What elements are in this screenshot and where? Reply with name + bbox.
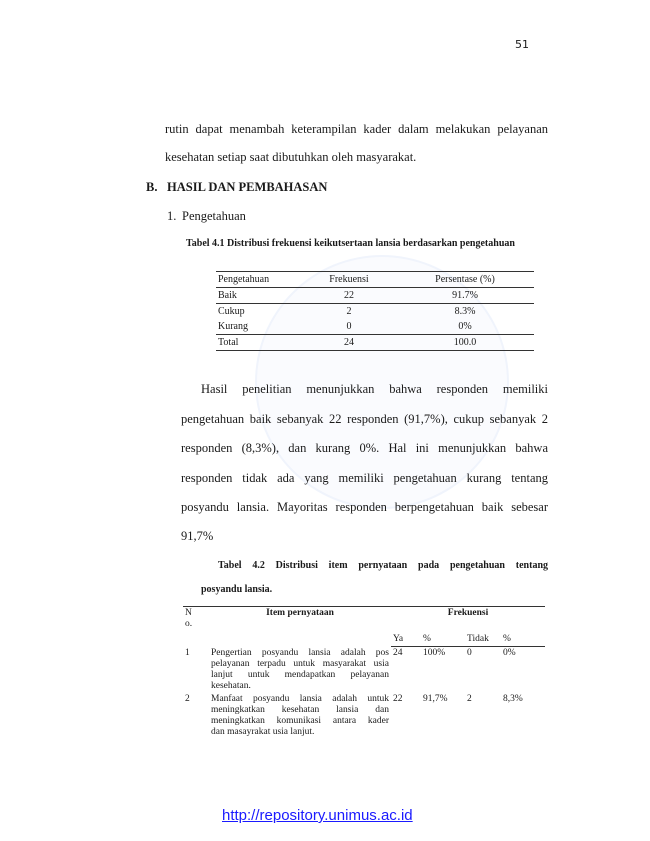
table2: N o. Item pernyataan Frekuensi Ya % Tida… <box>183 606 545 739</box>
table2-cell-no: 2 <box>185 693 190 704</box>
table2-subheader-ya-pct: % <box>421 633 465 647</box>
table2-header-item: Item pernyataan <box>209 606 391 647</box>
table1-cell: 91.7% <box>452 290 478 301</box>
table2-header-no: N o. <box>183 606 209 647</box>
discussion-line-4: responden tidak ada yang memiliki penget… <box>181 471 548 485</box>
table2-item-line: meningkatkan komunikasi antara kader <box>211 715 389 726</box>
table2-item-line: dan masayrakat usia lanjut. <box>211 726 315 737</box>
discussion-line-1: Hasil penelitian menunjukkan bahwa respo… <box>201 382 548 396</box>
table2-subheader-ya: Ya <box>391 633 421 647</box>
table-row: Kurang 0 0% <box>216 319 534 335</box>
page-number: 51 <box>515 38 529 51</box>
table2-cell-tidak: 0 <box>467 648 472 658</box>
table2-subheader-tidak-pct: % <box>501 633 545 647</box>
table1-cell: 22 <box>344 290 354 301</box>
table2-header-no-line: N <box>185 608 192 618</box>
table2-cell-tidak-pct: 0% <box>503 648 516 658</box>
table2-cell-item: Pengertian posyandu lansia adalah pos pe… <box>209 647 391 693</box>
table-row: 2 Manfaat posyandu lansia adalah untuk m… <box>183 693 545 739</box>
table2-cell-no: 1 <box>185 647 190 658</box>
table1-cell: Cukup <box>216 303 302 319</box>
table-row: Baik 22 91.7% <box>216 288 534 304</box>
table2-item-line: kesehatan. <box>211 680 251 691</box>
table1-cell: Baik <box>218 290 237 301</box>
intro-line-1: rutin dapat menambah keterampilan kader … <box>165 122 548 136</box>
table1-cell: 8.3% <box>396 303 534 319</box>
university-seal-watermark <box>255 255 509 509</box>
table1-header-row: Pengetahuan Frekuensi Persentase (%) <box>216 271 534 288</box>
table1-header-pengetahuan: Pengetahuan <box>216 271 302 288</box>
section-letter: B. <box>146 180 158 194</box>
table1-header-persentase: Persentase (%) <box>396 271 534 288</box>
table1-cell: 2 <box>302 303 396 319</box>
table1-cell: 0 <box>346 321 352 332</box>
table2-item-line: pelayanan terpadu untuk masyarakat usia <box>211 658 389 669</box>
table2-subheader-tidak: Tidak <box>465 633 501 647</box>
table2-header-frekuensi: Frekuensi <box>391 606 545 633</box>
repository-link[interactable]: http://repository.unimus.ac.id <box>222 807 413 824</box>
table1-cell: 0% <box>458 321 472 332</box>
subsection-title: Pengetahuan <box>182 209 246 223</box>
table2-caption-line-2: posyandu lansia. <box>201 584 273 595</box>
table1-caption: Tabel 4.1 Distribusi frekuensi keikutser… <box>186 238 515 249</box>
table2-cell-ya: 22 <box>393 693 403 704</box>
table2-cell-tidak: 2 <box>467 693 472 704</box>
table1-cell: 100.0 <box>396 334 534 351</box>
table-row: Cukup 2 8.3% <box>216 303 534 319</box>
table2-item-line: lanjut untuk mendapatkan pelayanan <box>211 669 389 680</box>
table2-cell-tidak-pct: 8,3% <box>503 693 523 704</box>
table-row: 1 Pengertian posyandu lansia adalah pos … <box>183 647 545 693</box>
subsection-number: 1. <box>167 209 177 223</box>
intro-line-2: kesehatan setiap saat dibutuhkan oleh ma… <box>165 150 417 164</box>
table2-item-line: Manfaat posyandu lansia adalah untuk <box>211 693 389 704</box>
table2-item-line: meningkatkan kesehatan lansia dan <box>211 704 389 715</box>
table2-header-no-line: o. <box>185 619 193 629</box>
table1-cell: Total <box>216 334 302 351</box>
discussion-line-2: pengetahuan baik sebanyak 22 responden (… <box>181 412 548 426</box>
discussion-line-6: 91,7% <box>181 529 214 543</box>
discussion-line-3: responden (8,3%), dan kurang 0%. Hal ini… <box>181 441 548 455</box>
discussion-line-5: posyandu lansia. Mayoritas responden ber… <box>181 500 548 514</box>
table2-header-row: N o. Item pernyataan Frekuensi <box>183 606 545 647</box>
table2-item-line: Pengertian posyandu lansia adalah pos <box>211 647 389 658</box>
table2-cell-item: Manfaat posyandu lansia adalah untuk men… <box>209 693 391 739</box>
table1-header-frekuensi: Frekuensi <box>302 271 396 288</box>
table-row: Total 24 100.0 <box>216 334 534 351</box>
section-title: HASIL DAN PEMBAHASAN <box>167 180 328 194</box>
table1: Pengetahuan Frekuensi Persentase (%) Bai… <box>216 271 534 351</box>
table2-cell-ya-pct: 91,7% <box>423 693 448 704</box>
table2-cell-ya: 24 <box>393 648 403 658</box>
table2-cell-ya-pct: 100% <box>423 648 446 658</box>
table2-subheader-row: Ya % Tidak % <box>183 633 545 647</box>
table1-cell: Kurang <box>218 321 248 332</box>
table2-caption-line-1: Tabel 4.2 Distribusi item pernyataan pad… <box>218 560 548 571</box>
table1-cell: 24 <box>302 334 396 351</box>
